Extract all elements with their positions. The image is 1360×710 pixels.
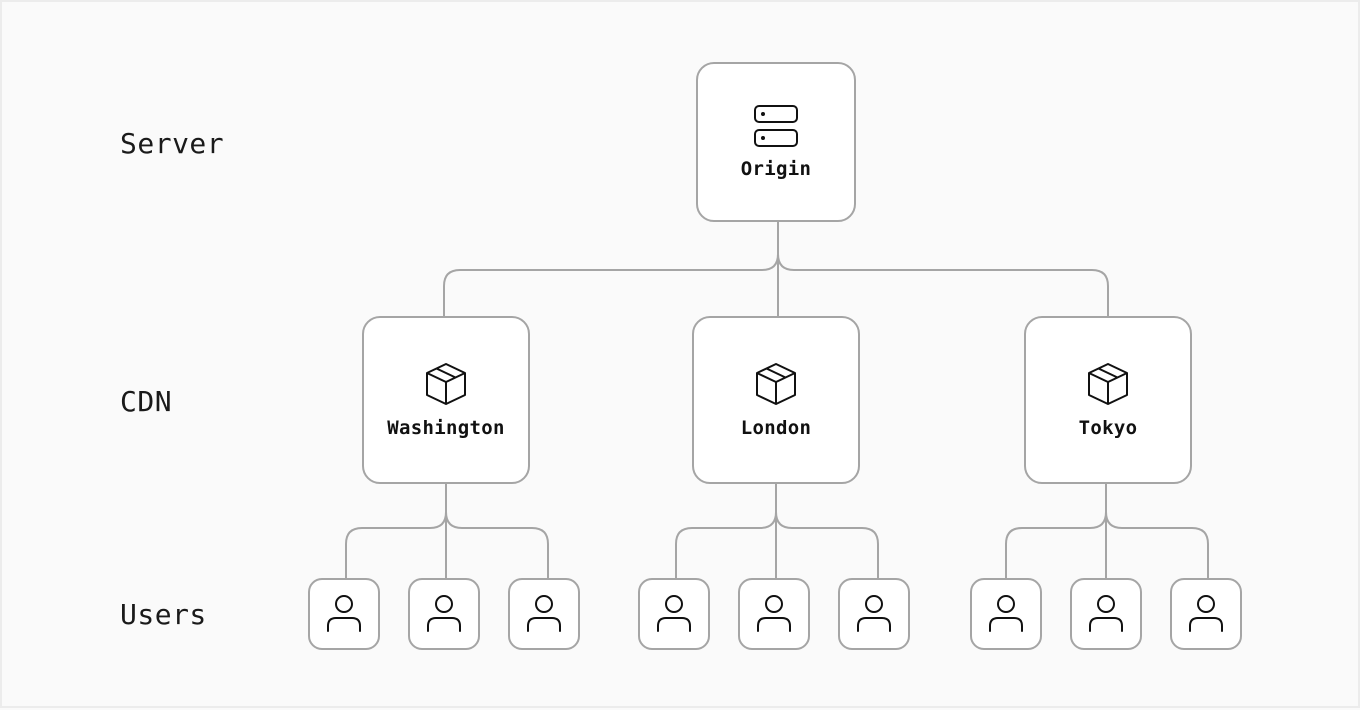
cdn-node-london: London	[692, 316, 860, 484]
link-washington-user-3	[445, 482, 549, 580]
user-icon	[989, 595, 1023, 632]
user-node-washington-2	[408, 578, 480, 650]
cdn-node-tokyo: Tokyo	[1024, 316, 1192, 484]
link-origin-washington	[443, 220, 779, 318]
user-node-london-2	[738, 578, 810, 650]
link-london-user-3	[775, 482, 879, 580]
package-icon	[1088, 363, 1128, 405]
user-icon	[1189, 595, 1223, 632]
link-london-user-1	[675, 482, 777, 580]
link-washington-user-1	[345, 482, 447, 580]
user-icon	[657, 595, 691, 632]
user-icon	[757, 595, 791, 632]
user-icon	[527, 595, 561, 632]
origin-node: Origin	[696, 62, 856, 222]
link-origin-tokyo	[777, 220, 1109, 318]
cdn-label-london: London	[740, 417, 812, 439]
package-icon	[426, 363, 466, 405]
user-node-washington-1	[308, 578, 380, 650]
user-node-washington-3	[508, 578, 580, 650]
package-icon	[756, 363, 796, 405]
user-icon	[857, 595, 891, 632]
link-tokyo-user-3	[1105, 482, 1209, 580]
tier-label-users: Users	[120, 598, 207, 631]
server-icon	[754, 105, 798, 147]
user-node-tokyo-1	[970, 578, 1042, 650]
user-node-tokyo-2	[1070, 578, 1142, 650]
origin-label: Origin	[740, 158, 812, 180]
link-tokyo-user-1	[1005, 482, 1107, 580]
user-node-london-3	[838, 578, 910, 650]
user-node-london-1	[638, 578, 710, 650]
user-icon	[327, 595, 361, 632]
user-icon	[1089, 595, 1123, 632]
cdn-label-tokyo: Tokyo	[1078, 417, 1138, 439]
user-icon	[427, 595, 461, 632]
cdn-node-washington: Washington	[362, 316, 530, 484]
user-node-tokyo-3	[1170, 578, 1242, 650]
cdn-label-washington: Washington	[387, 417, 505, 439]
tier-label-server: Server	[120, 127, 225, 160]
tier-label-cdn: CDN	[120, 385, 173, 418]
